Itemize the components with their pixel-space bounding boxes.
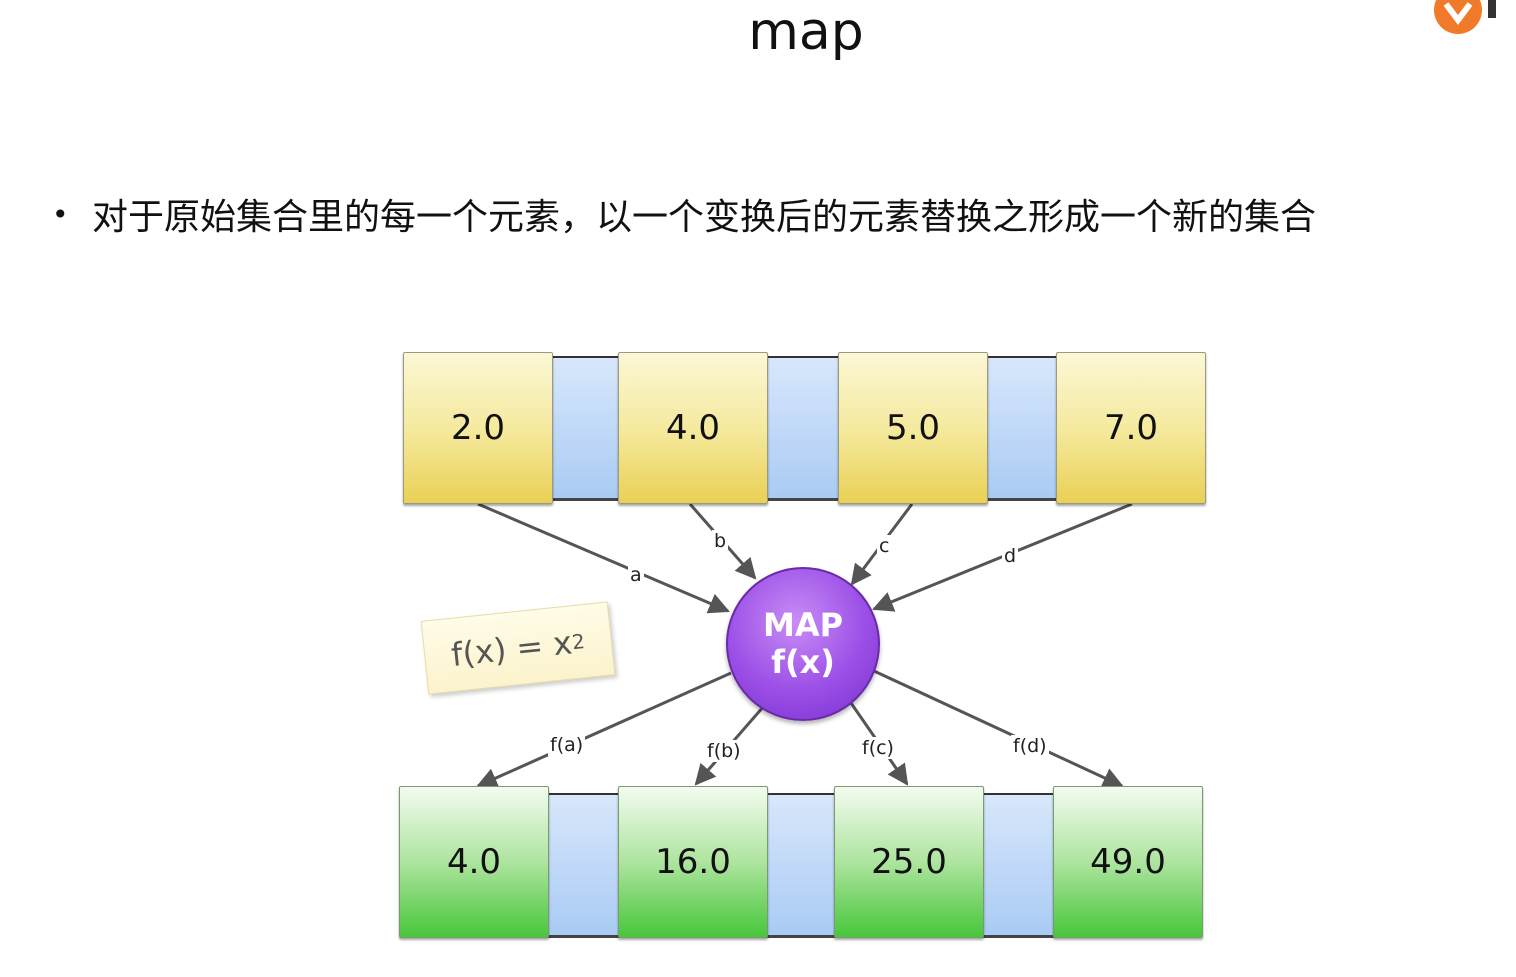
map-node-function: f(x) (771, 643, 835, 681)
edge-label-fc: f(c) (860, 737, 896, 759)
input-cell: 4.0 (618, 352, 768, 504)
bullet-item: • 对于原始集合里的每一个元素，以一个变换后的元素替换之形成一个新的集合 (52, 188, 1316, 240)
slide-title: map (748, 2, 864, 62)
bullet-dot: • (52, 197, 69, 231)
edge-label-b: b (712, 530, 729, 552)
edge-label-fa: f(a) (548, 734, 586, 756)
output-cell: 4.0 (399, 786, 549, 938)
output-cell: 49.0 (1053, 786, 1203, 938)
edge-label-fd: f(d) (1011, 735, 1049, 757)
edge-label-c: c (877, 535, 892, 557)
map-node-label: MAP (762, 606, 844, 645)
arrow-fd (873, 669, 1124, 788)
input-cell: 7.0 (1056, 352, 1206, 504)
logo-icon (1434, 0, 1496, 34)
arrow-a (477, 502, 730, 614)
formula-base: f(x) = x (449, 623, 574, 674)
bullet-text: 对于原始集合里的每一个元素，以一个变换后的元素替换之形成一个新的集合 (92, 197, 1317, 238)
output-cell: 16.0 (618, 786, 768, 938)
edge-label-fb: f(b) (705, 740, 743, 762)
arrow-fa (476, 671, 732, 788)
edge-label-a: a (628, 564, 644, 586)
input-cell: 5.0 (838, 352, 988, 504)
output-cell: 25.0 (834, 786, 984, 938)
formula-exponent: 2 (570, 629, 586, 655)
map-function-node: MAP f(x) (726, 567, 880, 721)
input-cell: 2.0 (403, 352, 553, 504)
edge-label-d: d (1002, 545, 1019, 567)
